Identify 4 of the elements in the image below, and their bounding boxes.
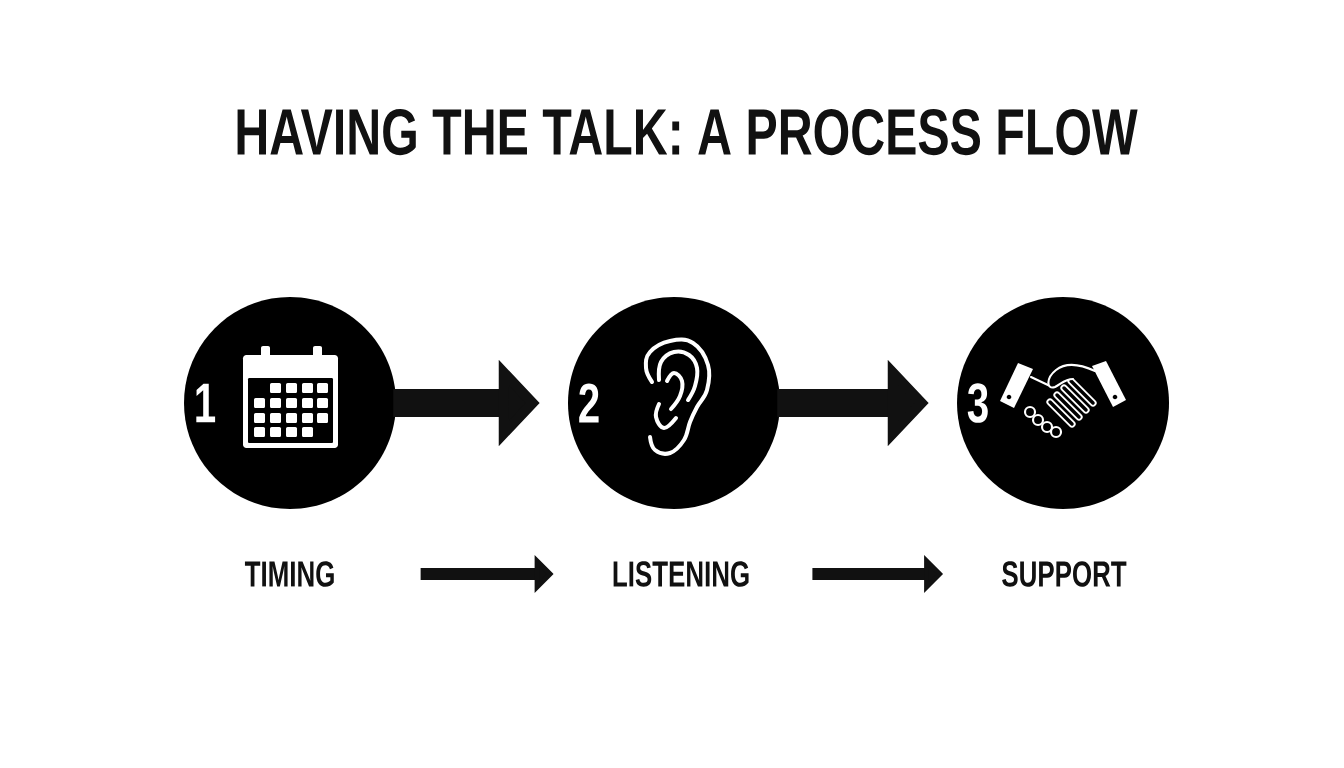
step-label: TIMING (244, 561, 334, 587)
step-label: SUPPORT (1002, 561, 1127, 587)
title: HAVING THE TALK: A PROCESS FLOW (237, 108, 1138, 156)
step-label: LISTENING (613, 561, 749, 587)
